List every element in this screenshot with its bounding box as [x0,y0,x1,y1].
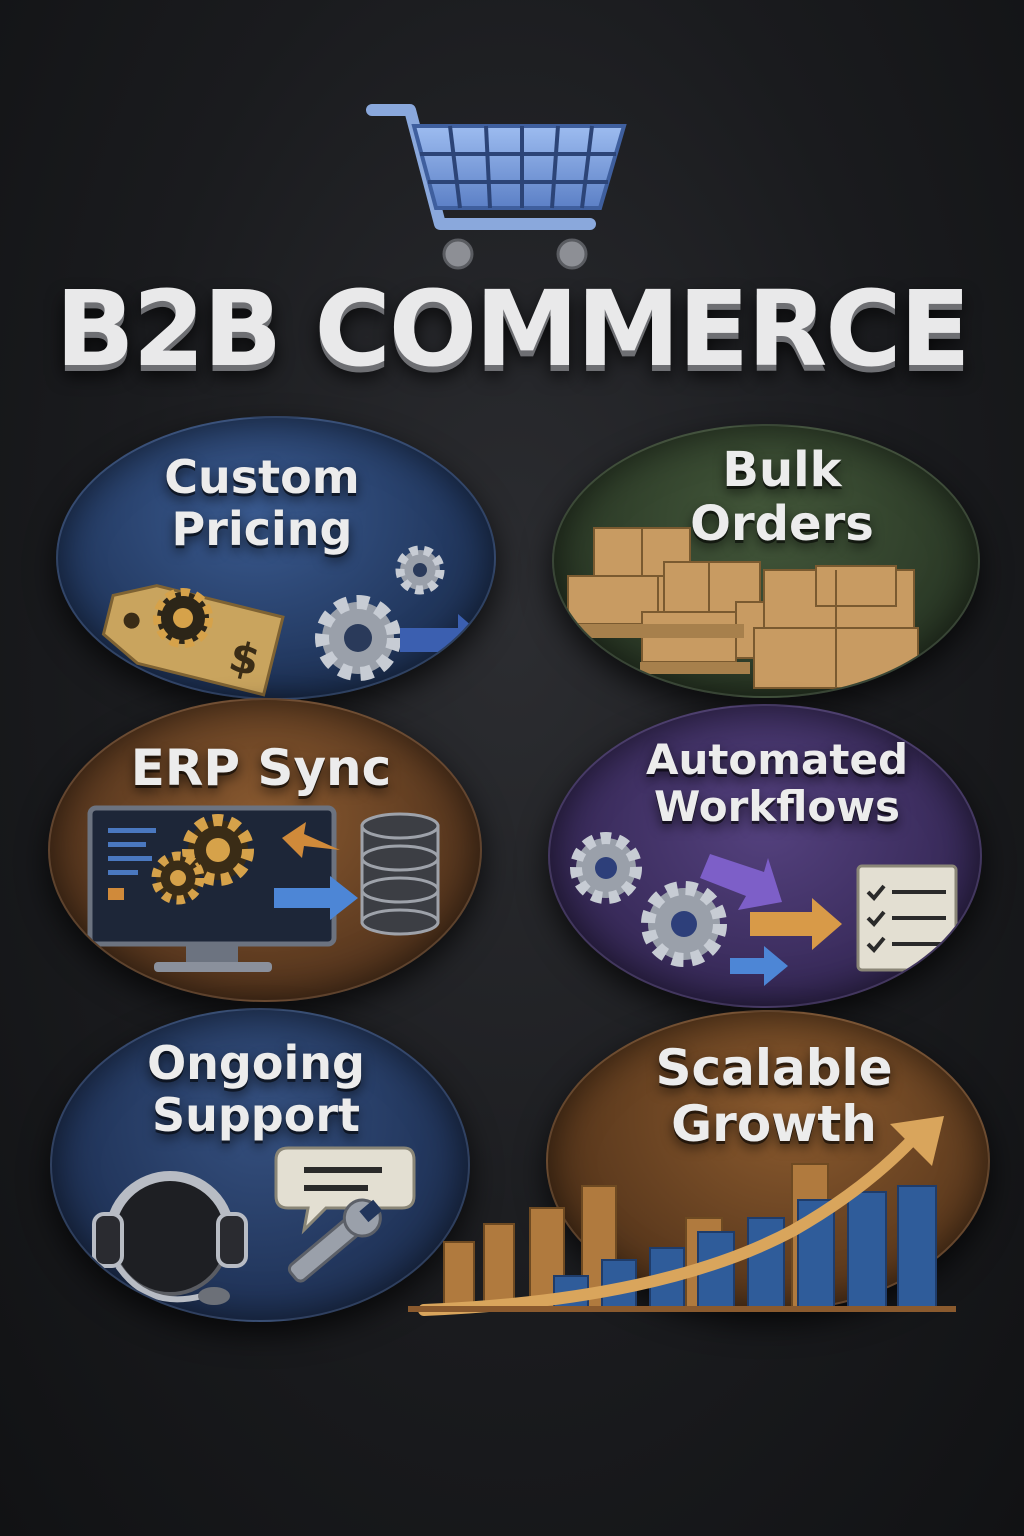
feature-bulk-orders: Bulk Orders [552,424,980,698]
headset-chat-wrench-icon [92,1146,416,1305]
growth-chart-icon [408,1116,956,1316]
feature-automated-workflows: Automated Workflows [548,704,982,1008]
pallet-boxes-icon [564,527,919,689]
feature-label: Custom Pricing [164,450,360,556]
feature-custom-pricing: Custom Pricing $ [56,416,496,700]
feature-ongoing-support: Ongoing Support [50,1008,470,1322]
shopping-cart-icon [366,104,627,270]
feature-label: ERP Sync [130,739,392,797]
page-title: B2B COMMERCE [55,268,970,390]
gears-checklist-icon [570,832,958,986]
feature-label: Bulk Orders [690,442,874,552]
price-tag-gears-icon: $ [101,545,488,697]
feature-erp-sync: ERP Sync [48,698,482,1002]
feature-label: Scalable Growth [655,1039,893,1153]
feature-label: Automated Workflows [645,735,909,832]
feature-label: Ongoing Support [147,1036,365,1142]
monitor-database-sync-icon [87,805,440,972]
